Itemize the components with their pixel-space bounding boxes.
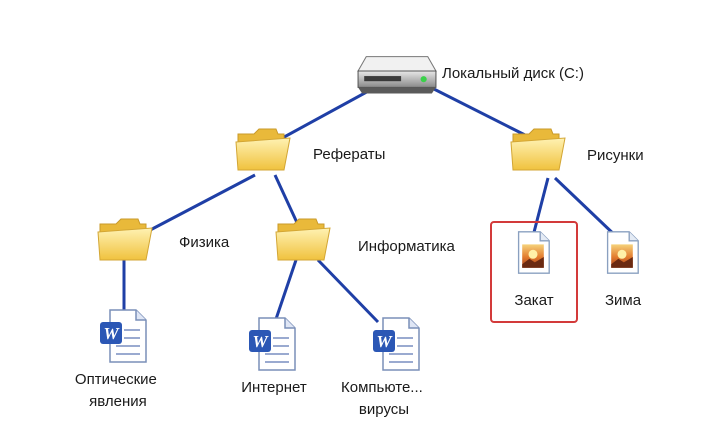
image-file-icon <box>606 231 639 274</box>
node-label-internet: Интернет <box>241 379 307 396</box>
node-label-zakat: Закат <box>514 292 553 309</box>
edge-referaty-fizika <box>134 173 256 240</box>
tree-node-opticheskie[interactable]: Оптические явления <box>75 309 161 410</box>
node-label-opticheskie: Оптические явления <box>75 371 161 410</box>
node-label-referaty: Рефераты <box>313 146 385 163</box>
node-label-root: Локальный диск (C:) <box>442 65 584 82</box>
tree-edges <box>122 80 622 324</box>
edge-informatika-internet <box>273 259 298 323</box>
node-label-risunki: Рисунки <box>587 147 644 164</box>
folder-icon <box>97 218 153 261</box>
edge-informatika-kompyute <box>316 258 380 324</box>
node-label-informatika: Информатика <box>358 238 456 255</box>
tree-node-risunki[interactable]: Рисунки <box>510 128 644 171</box>
word-document-icon <box>248 317 296 371</box>
word-document-icon <box>99 309 147 363</box>
tree-node-zima[interactable]: Зима <box>605 231 642 309</box>
node-label-fizika: Физика <box>179 234 230 251</box>
node-label-kompyute: Компьюте... вирусы <box>341 379 427 418</box>
hard-drive-icon <box>357 56 437 95</box>
tree-node-zakat[interactable]: Закат <box>514 231 554 309</box>
edge-risunki-zima <box>553 176 622 242</box>
folder-icon <box>235 128 291 171</box>
tree-node-informatika[interactable]: Информатика <box>275 218 456 261</box>
node-label-zima: Зима <box>605 292 642 309</box>
tree-node-kompyute[interactable]: Компьюте... вирусы <box>341 317 427 418</box>
tree-node-internet[interactable]: Интернет <box>241 317 307 396</box>
tree-node-root[interactable]: Локальный диск (C:) <box>357 56 584 95</box>
folder-icon <box>510 128 566 171</box>
folder-icon <box>275 218 331 261</box>
selection-highlight <box>490 221 578 323</box>
image-file-icon <box>517 231 550 274</box>
tree-node-referaty[interactable]: Рефераты <box>235 128 385 171</box>
edge-risunki-zakat <box>530 177 550 241</box>
tree-node-fizika[interactable]: Физика <box>97 218 230 261</box>
edge-root-risunki <box>419 80 536 142</box>
word-document-icon <box>372 317 420 371</box>
